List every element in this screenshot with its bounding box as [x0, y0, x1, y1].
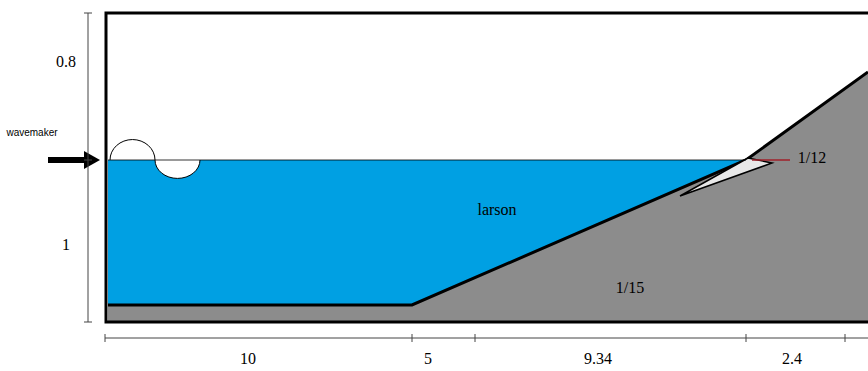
water-surface [108, 160, 746, 161]
dimension-tick [475, 334, 476, 342]
dimension-tick [746, 334, 747, 342]
dimension-label: 10 [240, 350, 256, 368]
region-label: larson [477, 201, 516, 219]
wave-trough [155, 160, 200, 178]
dimension-tick [105, 334, 106, 342]
wavemaker-arrowhead [84, 151, 100, 169]
dimension-tick [84, 322, 92, 323]
wave-crest [110, 140, 155, 160]
dimension-tick [845, 334, 846, 342]
device-label: wavemaker [6, 127, 57, 138]
beach-slope [108, 72, 868, 322]
dimension-line [88, 13, 89, 322]
angle-mark [752, 159, 790, 161]
flume-frame [106, 13, 868, 322]
wavemaker-arrow [48, 157, 86, 163]
dimension-tick [412, 334, 413, 342]
dimension-label: 5 [424, 350, 432, 368]
dimension-label: 2.4 [782, 350, 802, 368]
slope-label: 1/15 [616, 279, 644, 297]
dimension-label: 9.34 [584, 350, 612, 368]
dimension-line [105, 338, 868, 339]
wedge [680, 158, 772, 196]
slope-line [108, 72, 868, 305]
dimension-tick [84, 160, 92, 161]
slope-label: 1/12 [798, 149, 826, 167]
dimension-tick [84, 13, 92, 14]
dimension-label: 1 [62, 236, 70, 254]
dimension-label: 0.8 [56, 53, 76, 71]
